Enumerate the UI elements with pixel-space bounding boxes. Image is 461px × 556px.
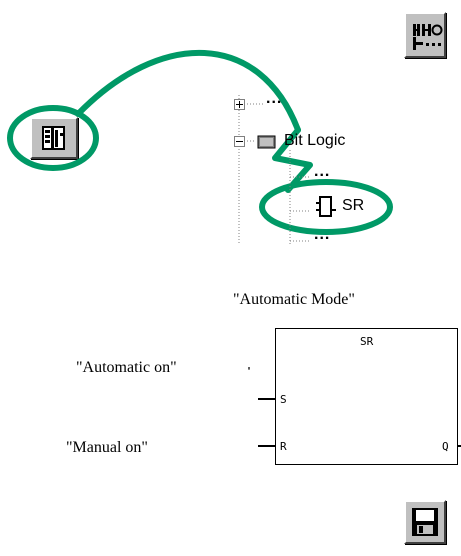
block-title-label: "Automatic Mode" xyxy=(233,291,355,308)
block-type-label: SR xyxy=(360,335,374,348)
tree-lines xyxy=(238,95,310,245)
catalog-button[interactable] xyxy=(30,117,78,159)
input-s-wire[interactable] xyxy=(258,398,276,400)
output-q-wire[interactable] xyxy=(457,445,461,447)
program-elements-tree: ... Bit Logic ... SR ... xyxy=(230,90,461,245)
pin-q-label: Q xyxy=(442,440,449,453)
input-s-operand: "Automatic on" xyxy=(76,359,177,376)
program-elements-catalog-icon xyxy=(42,126,65,150)
tree-item-after[interactable]: ... xyxy=(314,226,331,243)
folder-icon xyxy=(257,135,276,149)
expand-toggle[interactable] xyxy=(234,99,245,110)
tree-item-sr[interactable]: SR xyxy=(342,197,365,214)
pin-r-label: R xyxy=(280,440,287,453)
sr-function-block[interactable]: SR S R Q xyxy=(275,328,458,465)
save-button[interactable] xyxy=(404,500,446,544)
normally-open-contact-icon xyxy=(413,24,443,50)
input-r-wire[interactable] xyxy=(258,445,276,447)
stray-mark: ' xyxy=(246,366,253,377)
pin-s-label: S xyxy=(280,393,287,406)
floppy-disk-save-icon xyxy=(412,508,438,536)
tree-item-collapsed[interactable]: ... xyxy=(266,90,283,107)
collapse-toggle[interactable] xyxy=(234,136,245,147)
sr-block-icon xyxy=(316,196,336,217)
tree-item-before[interactable]: ... xyxy=(314,163,331,180)
insert-contact-button[interactable] xyxy=(404,12,446,58)
input-r-operand: "Manual on" xyxy=(66,439,148,456)
tree-folder-bit-logic[interactable]: Bit Logic xyxy=(284,132,346,149)
minus-icon xyxy=(236,141,243,142)
